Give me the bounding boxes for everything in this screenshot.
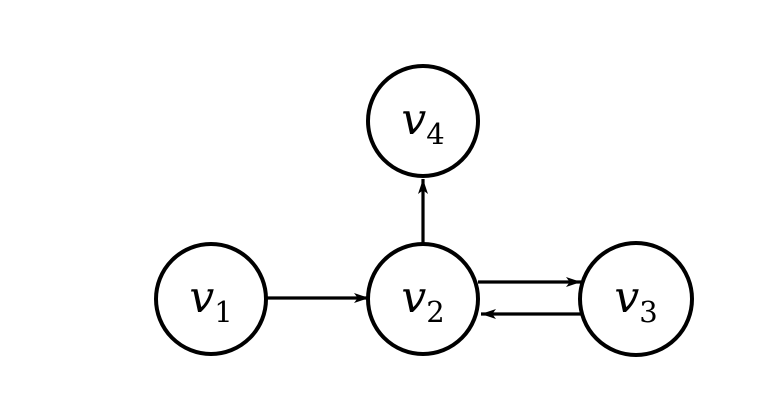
node-label-subscript: 4 (426, 117, 444, 151)
node-circle-v3 (578, 241, 694, 357)
node-circle-v1 (154, 242, 268, 356)
node-label-base: v (401, 94, 426, 145)
node-label-base: v (189, 272, 214, 323)
node-label-v3: v3 (614, 272, 657, 329)
graph-node-v4: v4 (366, 64, 480, 178)
node-label-v1: v1 (189, 272, 232, 329)
node-label-subscript: 3 (639, 295, 657, 329)
graph-node-v1: v1 (154, 242, 268, 356)
node-circle-v2 (366, 242, 480, 356)
node-label-base: v (401, 272, 426, 323)
node-label-subscript: 1 (214, 295, 232, 329)
node-circle-v4 (366, 64, 480, 178)
edges-layer (267, 179, 581, 319)
graph-node-v3: v3 (578, 241, 694, 357)
graph-node-v2: v2 (366, 242, 480, 356)
node-label-subscript: 2 (426, 295, 444, 329)
node-label-v4: v4 (401, 94, 444, 151)
node-label-v2: v2 (401, 272, 444, 329)
node-label-base: v (614, 272, 639, 323)
